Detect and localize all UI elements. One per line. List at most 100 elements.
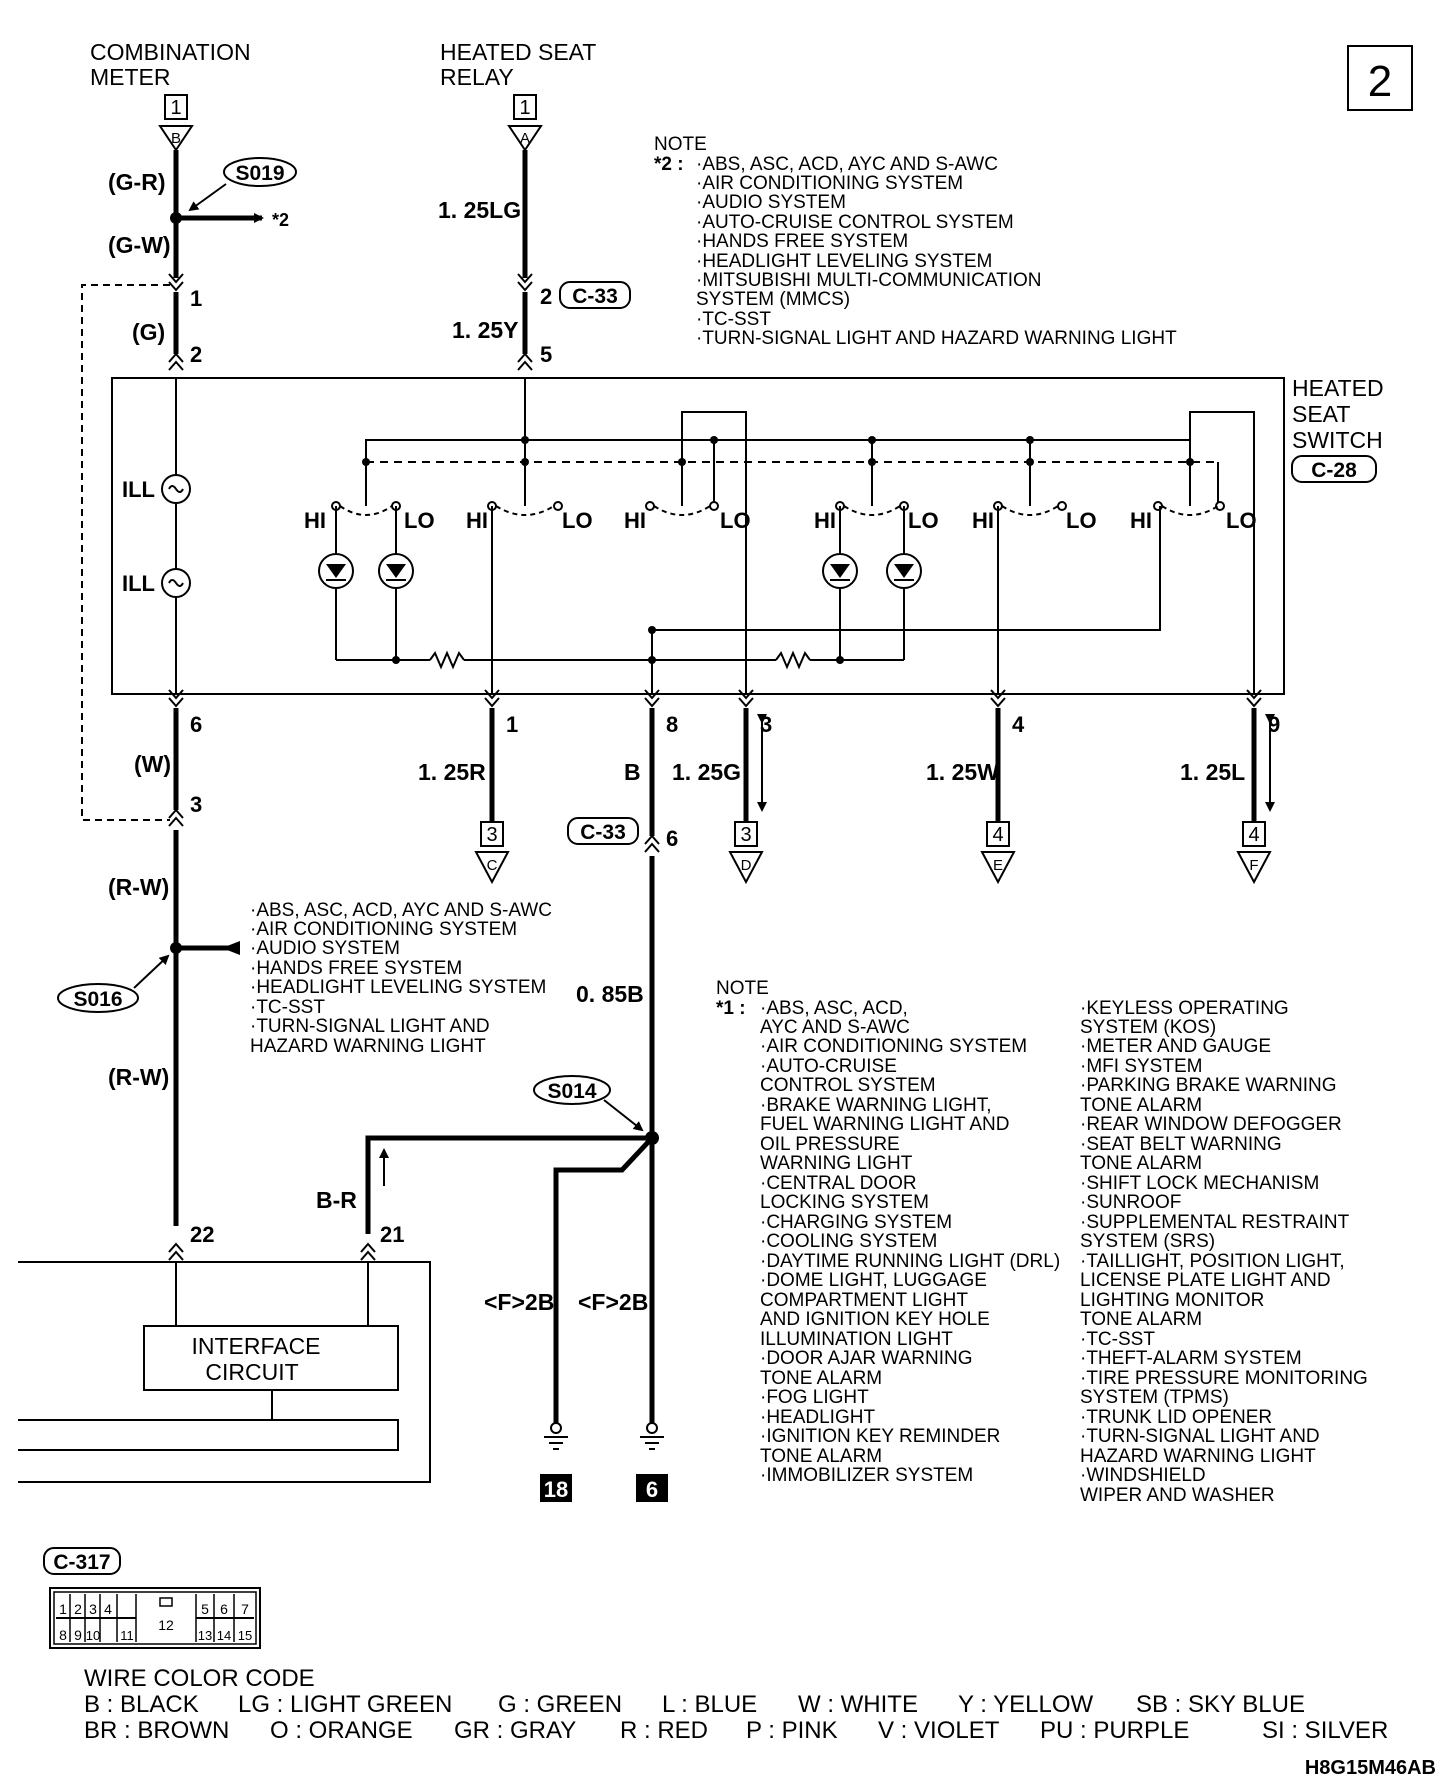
svg-text:4: 4	[1248, 824, 1259, 846]
svg-text:·HEADLIGHT LEVELING SYSTEM: ·HEADLIGHT LEVELING SYSTEM	[250, 977, 546, 998]
svg-text:·IGNITION KEY REMINDER: ·IGNITION KEY REMINDER	[760, 1426, 1000, 1447]
svg-text:·WINDSHIELD: ·WINDSHIELD	[1080, 1465, 1206, 1486]
svg-text:·TRUNK LID OPENER: ·TRUNK LID OPENER	[1080, 1407, 1272, 1428]
svg-text:W : WHITE: W : WHITE	[798, 1691, 918, 1718]
svg-text:TONE ALARM: TONE ALARM	[1080, 1153, 1202, 1174]
svg-text:*2 :: *2 :	[654, 154, 684, 175]
pin-6-left: 6	[190, 712, 202, 737]
svg-text:·TURN-SIGNAL LIGHT AND: ·TURN-SIGNAL LIGHT AND	[250, 1016, 490, 1037]
svg-text:4: 4	[104, 1601, 112, 1617]
svg-text:·IMMOBILIZER SYSTEM: ·IMMOBILIZER SYSTEM	[760, 1465, 973, 1486]
svg-text:·KEYLESS OPERATING: ·KEYLESS OPERATING	[1080, 998, 1289, 1019]
svg-text:·BRAKE WARNING LIGHT,: ·BRAKE WARNING LIGHT,	[760, 1095, 992, 1116]
combination-meter-label-1: COMBINATION	[90, 39, 251, 65]
svg-text:LO: LO	[720, 508, 751, 533]
svg-text:·ABS, ASC, ACD, AYC AND S-AWC: ·ABS, ASC, ACD, AYC AND S-AWC	[250, 900, 552, 921]
page-number: 2	[1368, 57, 1392, 106]
svg-text:LO: LO	[1226, 508, 1257, 533]
interface-circuit-label-1: INTERFACE	[191, 1333, 320, 1359]
svg-text:E: E	[993, 857, 1003, 874]
svg-text:P : PINK: P : PINK	[746, 1717, 838, 1744]
svg-text:·TURN-SIGNAL LIGHT AND: ·TURN-SIGNAL LIGHT AND	[1080, 1426, 1320, 1447]
svg-text:GR : GRAY: GR : GRAY	[454, 1717, 576, 1744]
svg-text:TONE ALARM: TONE ALARM	[760, 1368, 882, 1389]
wire-label-lg: 1. 25LG	[438, 197, 521, 223]
svg-text:·DOME LIGHT, LUGGAGE: ·DOME LIGHT, LUGGAGE	[760, 1270, 987, 1291]
svg-text:FUEL WARNING LIGHT AND: FUEL WARNING LIGHT AND	[760, 1114, 1010, 1135]
connector-ref-3c: 3 C	[474, 821, 510, 885]
svg-text:TONE ALARM: TONE ALARM	[1080, 1095, 1202, 1116]
svg-text:OIL PRESSURE: OIL PRESSURE	[760, 1134, 900, 1155]
svg-text:14: 14	[217, 1628, 231, 1643]
svg-text:·TC-SST: ·TC-SST	[250, 997, 325, 1018]
wire-label-g-w: (G-W)	[108, 232, 171, 258]
svg-text:5: 5	[201, 1601, 209, 1617]
heated-seat-relay-label-1: HEATED SEAT	[440, 39, 596, 65]
svg-text:ILLUMINATION LIGHT: ILLUMINATION LIGHT	[760, 1329, 953, 1350]
svg-text:2: 2	[74, 1601, 82, 1617]
svg-text:C-33: C-33	[580, 821, 626, 844]
svg-text:·MFI SYSTEM: ·MFI SYSTEM	[1080, 1056, 1202, 1077]
svg-text:·COOLING SYSTEM: ·COOLING SYSTEM	[760, 1231, 937, 1252]
svg-text:·AIR CONDITIONING SYSTEM: ·AIR CONDITIONING SYSTEM	[250, 919, 517, 940]
switch-output-wires	[168, 689, 1262, 836]
wire-label-085b: 0. 85B	[576, 981, 644, 1007]
wire-label-g125: 1. 25G	[672, 759, 741, 785]
page-number-box	[1347, 45, 1413, 111]
svg-text:COMPARTMENT LIGHT: COMPARTMENT LIGHT	[760, 1290, 968, 1311]
svg-text:·PARKING BRAKE WARNING: ·PARKING BRAKE WARNING	[1080, 1075, 1337, 1096]
wire-ground-18	[553, 1136, 654, 1424]
splice-s016-label	[57, 983, 139, 1013]
pin-21: 21	[380, 1222, 404, 1247]
c33-connector-label-top	[559, 281, 631, 309]
wire-label-g-r: (G-R)	[108, 169, 165, 195]
svg-text:S016: S016	[73, 988, 122, 1011]
wire-label-f2b-2: <F>2B	[578, 1289, 648, 1315]
note-top: NOTE *2 : ·ABS, ASC, ACD, AYC AND S-AWC …	[654, 134, 1177, 349]
svg-text:SYSTEM (KOS): SYSTEM (KOS)	[1080, 1017, 1216, 1038]
svg-text:SYSTEM (MMCS): SYSTEM (MMCS)	[696, 289, 850, 310]
pin-2-left: 2	[190, 342, 202, 367]
pin-6-c33: 6	[666, 826, 678, 851]
svg-text:10: 10	[86, 1628, 100, 1643]
svg-text:12: 12	[158, 1617, 174, 1633]
heated-seat-relay-label-2: RELAY	[440, 64, 514, 90]
note-bottom: NOTE *1 : ·ABS, ASC, ACD, AYC AND S-AWC …	[716, 978, 1368, 1506]
svg-text:HI: HI	[972, 508, 994, 533]
svg-text:TONE ALARM: TONE ALARM	[760, 1446, 882, 1467]
svg-text:·ABS, ASC, ACD, AYC AND S-AWC: ·ABS, ASC, ACD, AYC AND S-AWC	[696, 154, 998, 175]
svg-text:AND IGNITION KEY HOLE: AND IGNITION KEY HOLE	[760, 1309, 990, 1330]
svg-text:C-317: C-317	[53, 1551, 110, 1574]
svg-text:·METER AND GAUGE: ·METER AND GAUGE	[1080, 1036, 1271, 1057]
svg-text:R : RED: R : RED	[620, 1717, 708, 1744]
svg-text:C-28: C-28	[1311, 459, 1357, 482]
pin-5: 5	[540, 342, 552, 367]
svg-text:3: 3	[89, 1601, 97, 1617]
svg-text:·TC-SST: ·TC-SST	[696, 309, 771, 330]
pin-1-out: 1	[506, 712, 518, 737]
connector-ref-4f: 4 F	[1236, 821, 1272, 885]
svg-text:·HEADLIGHT LEVELING SYSTEM: ·HEADLIGHT LEVELING SYSTEM	[696, 251, 992, 272]
svg-text:·AUDIO SYSTEM: ·AUDIO SYSTEM	[250, 938, 400, 959]
svg-text:O : ORANGE: O : ORANGE	[270, 1717, 413, 1744]
svg-text:1: 1	[170, 97, 181, 119]
svg-text:11: 11	[120, 1628, 134, 1643]
interface-circuit-box	[143, 1325, 399, 1391]
svg-text:NOTE: NOTE	[716, 978, 769, 999]
svg-text:13: 13	[198, 1628, 212, 1643]
c28-connector-label	[1291, 455, 1377, 483]
svg-text:·DAYTIME RUNNING LIGHT (DRL): ·DAYTIME RUNNING LIGHT (DRL)	[760, 1251, 1060, 1272]
svg-text:18: 18	[544, 1477, 568, 1502]
svg-text:·DOOR AJAR WARNING: ·DOOR AJAR WARNING	[760, 1348, 973, 1369]
svg-text:·TURN-SIGNAL LIGHT AND HAZARD: ·TURN-SIGNAL LIGHT AND HAZARD WARNING LI…	[696, 328, 1177, 349]
svg-text:C: C	[487, 857, 498, 874]
pin-22: 22	[190, 1222, 214, 1247]
svg-text:·AIR CONDITIONING SYSTEM: ·AIR CONDITIONING SYSTEM	[696, 173, 963, 194]
svg-text:3: 3	[740, 824, 751, 846]
meter-connector-ref: 1 B	[158, 94, 194, 152]
svg-text:·CHARGING SYSTEM: ·CHARGING SYSTEM	[760, 1212, 952, 1233]
svg-text:BR : BROWN: BR : BROWN	[84, 1717, 229, 1744]
heated-seat-switch-label-3: SWITCH	[1292, 427, 1383, 453]
star2-marker: *2	[272, 210, 289, 230]
